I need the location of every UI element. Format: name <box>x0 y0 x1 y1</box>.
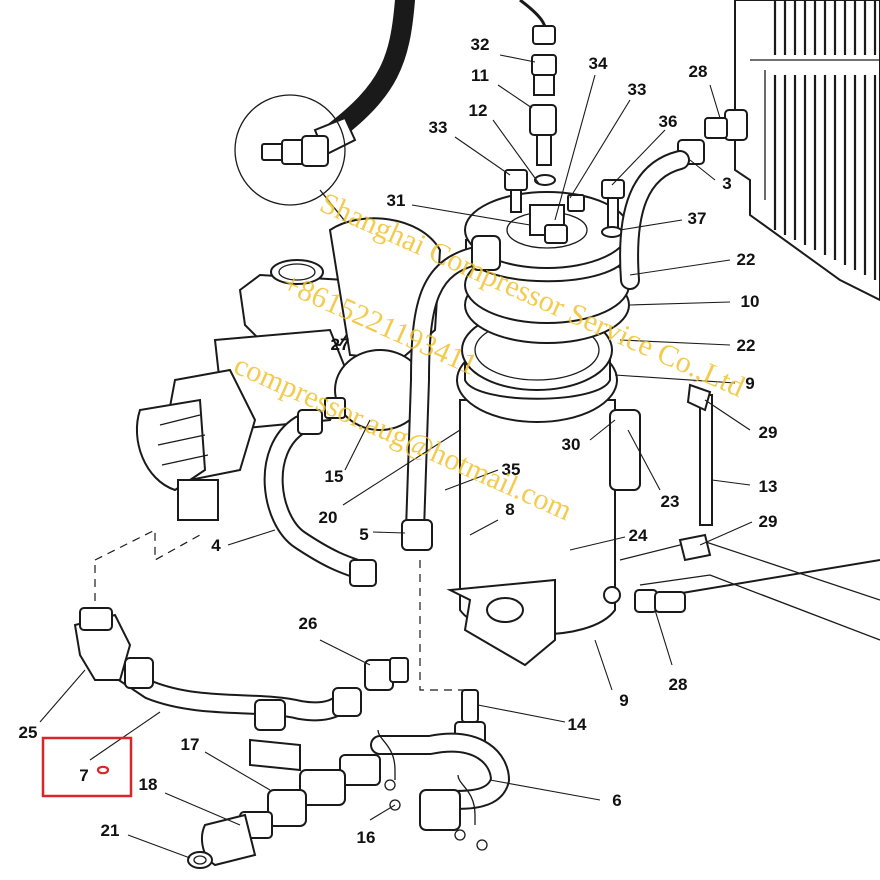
leader-lines <box>39 54 753 859</box>
callout-18: 18 <box>139 775 158 794</box>
callout-8: 8 <box>505 500 514 519</box>
callout-15: 15 <box>325 467 344 486</box>
dashed-connections <box>94 529 465 691</box>
callout-29-upper: 29 <box>759 423 778 442</box>
callout-32: 32 <box>471 35 490 54</box>
callout-14: 14 <box>568 715 587 734</box>
callout-26: 26 <box>299 614 318 633</box>
callout-36: 36 <box>659 112 678 131</box>
callout-28-bottom: 28 <box>669 675 688 694</box>
callout-16: 16 <box>357 828 376 847</box>
cooler-radiator <box>619 0 880 641</box>
callout-20: 20 <box>319 508 338 527</box>
top-bolts-fittings <box>504 54 748 238</box>
callout-29-lower: 29 <box>759 512 778 531</box>
callout-31: 31 <box>387 191 406 210</box>
callout-37: 37 <box>688 209 707 228</box>
compressor-block <box>135 217 442 521</box>
lower-outlet-assembly <box>187 729 510 869</box>
callout-33-right: 33 <box>628 80 647 99</box>
highlighted-part-7[interactable] <box>41 736 133 798</box>
callout-22-upper: 22 <box>737 250 756 269</box>
highlight-box[interactable] <box>41 736 133 798</box>
callout-23: 23 <box>661 492 680 511</box>
callout-25: 25 <box>19 723 38 742</box>
callout-28-top: 28 <box>689 62 708 81</box>
callout-5: 5 <box>359 525 368 544</box>
callout-9-lower: 9 <box>619 691 628 710</box>
callout-35: 35 <box>502 460 521 479</box>
callout-33-left: 33 <box>429 118 448 137</box>
callout-6: 6 <box>612 791 621 810</box>
callout-27: 27 <box>331 335 350 354</box>
callout-3: 3 <box>722 174 731 193</box>
hoses-and-pipes <box>73 150 880 749</box>
callout-22-lower: 22 <box>737 336 756 355</box>
callout-9-upper: 9 <box>745 374 754 393</box>
callout-11: 11 <box>471 66 489 85</box>
callout-4: 4 <box>211 536 221 555</box>
callout-30: 30 <box>562 435 581 454</box>
callout-21: 21 <box>101 821 120 840</box>
callout-7: 7 <box>79 766 88 785</box>
o-ring-icon <box>96 765 110 775</box>
callout-labels: 32 11 12 33 34 33 36 28 3 31 37 22 10 22… <box>19 35 778 847</box>
callout-34: 34 <box>589 54 608 73</box>
callout-17: 17 <box>181 735 200 754</box>
callout-24: 24 <box>629 526 648 545</box>
detail-circle <box>234 94 361 241</box>
separator-tank <box>446 191 641 667</box>
callout-12: 12 <box>469 101 488 120</box>
callout-13: 13 <box>759 477 778 496</box>
callout-10: 10 <box>741 292 760 311</box>
